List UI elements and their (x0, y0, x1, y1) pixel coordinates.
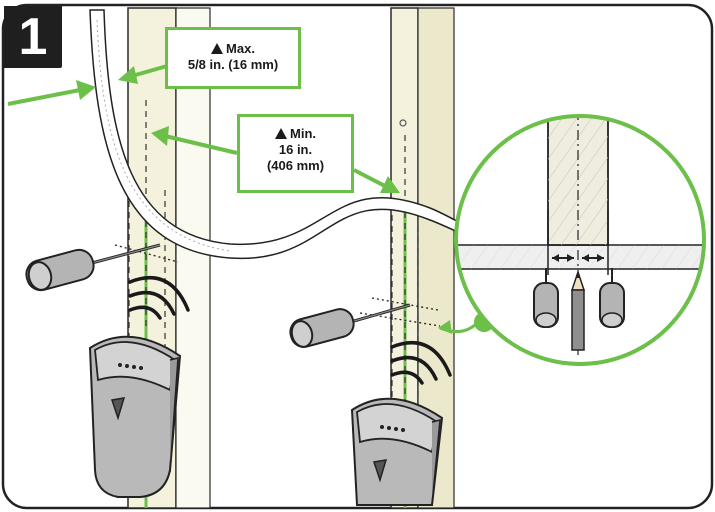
callout-min-value-metric: (406 mm) (240, 158, 351, 174)
callout-min-label: Min. (290, 126, 316, 141)
step-number-badge: 1 (4, 6, 62, 68)
pencil-detail (572, 272, 584, 350)
callout-max-value: 5/8 in. (16 mm) (168, 57, 298, 73)
min-spacing-callout: Min. 16 in. (406 mm) (237, 114, 354, 193)
callout-min-value-imperial: 16 in. (240, 142, 351, 158)
warning-triangle-icon (275, 128, 287, 139)
callout-max-label: Max. (226, 41, 255, 56)
warning-triangle-icon (211, 43, 223, 54)
stud-finder-left (90, 337, 180, 497)
max-thickness-callout: Max. 5/8 in. (16 mm) (165, 27, 301, 89)
stud-finder-right (352, 399, 442, 505)
